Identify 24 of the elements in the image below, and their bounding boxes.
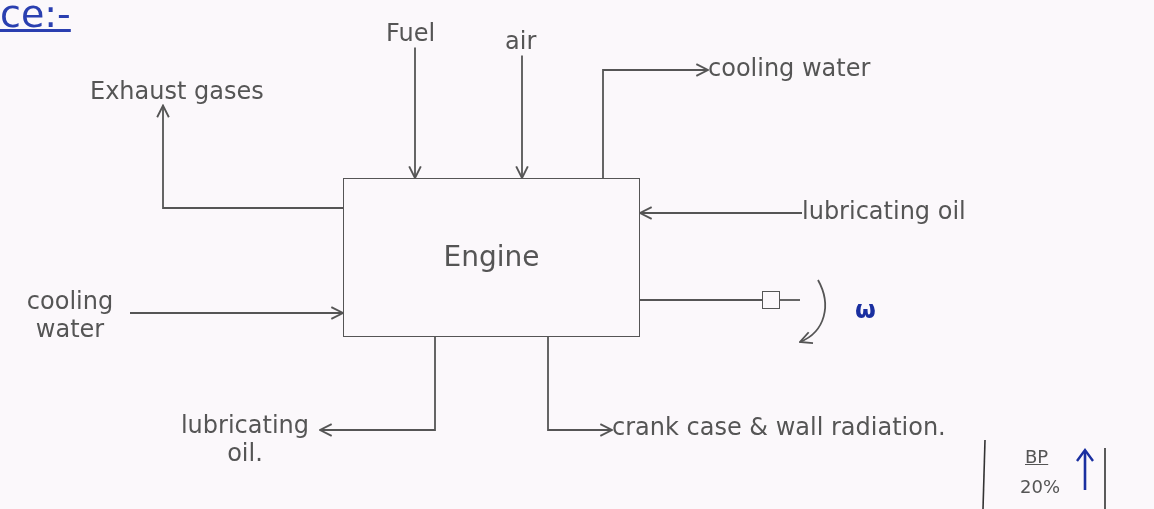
flow-label: cooling water	[708, 55, 871, 83]
flow-label: cooling water	[25, 288, 115, 344]
shaft-coupling-box	[762, 291, 780, 309]
engine-box	[343, 178, 640, 337]
arrow	[639, 206, 803, 220]
omega-symbol: ω	[855, 296, 876, 324]
arrow	[408, 46, 422, 179]
flow-label: crank case & wall radiation.	[612, 414, 946, 442]
flow-label: lubricating oil	[802, 198, 966, 226]
arrow	[602, 63, 709, 179]
arrow	[156, 104, 344, 209]
flow-label: Exhaust gases	[90, 78, 264, 106]
flow-label: lubricating oil.	[179, 412, 311, 468]
arrow	[129, 306, 344, 320]
arrow	[547, 336, 613, 437]
arrow	[515, 54, 529, 179]
engine-label: Engine	[443, 241, 540, 274]
flow-label: air	[505, 28, 537, 56]
flow-label: Fuel	[386, 20, 436, 48]
arrow	[319, 336, 436, 437]
heading-fragment: ce:-	[0, 0, 71, 36]
fraction-numerator: BP	[1025, 446, 1049, 467]
fraction-denominator: 20%	[1020, 476, 1060, 497]
shaft-line	[639, 299, 763, 301]
